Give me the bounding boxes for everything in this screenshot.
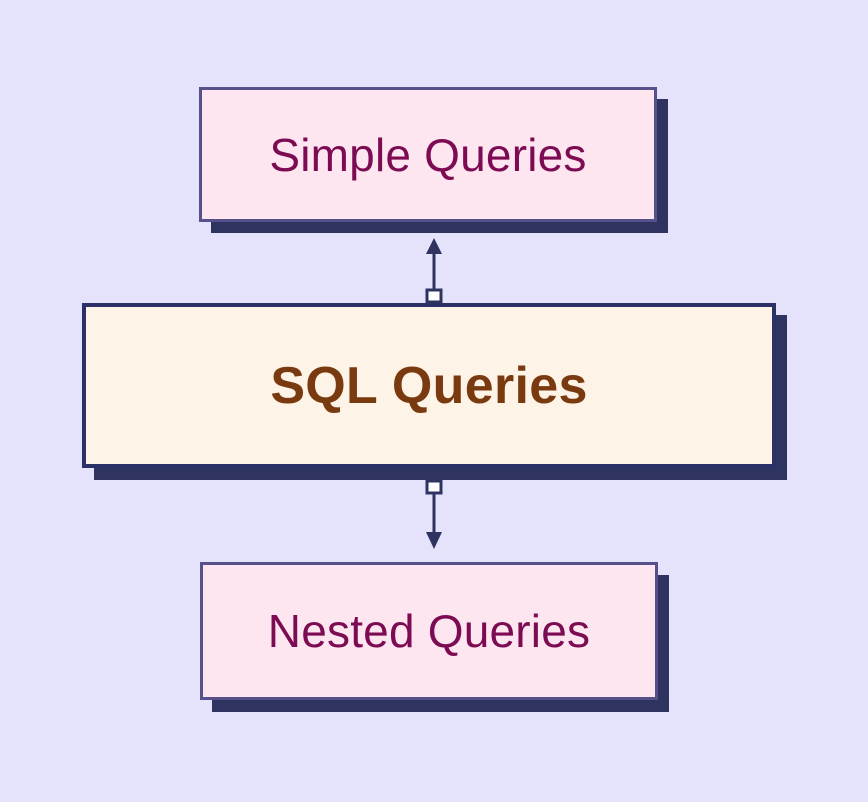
hollow-square-marker-icon <box>425 479 443 495</box>
connector-sql-to-simple-queries <box>425 238 443 304</box>
node-sql-queries-label: SQL Queries <box>270 356 588 415</box>
connector-sql-to-nested-queries <box>425 479 443 549</box>
node-sql-queries[interactable]: SQL Queries <box>82 303 776 468</box>
hollow-square-marker-icon <box>425 288 443 304</box>
node-simple-queries[interactable]: Simple Queries <box>199 87 657 222</box>
node-simple-queries-label: Simple Queries <box>269 128 587 181</box>
node-nested-queries[interactable]: Nested Queries <box>200 562 658 700</box>
arrowhead-up-icon <box>426 238 442 254</box>
node-nested-queries-label: Nested Queries <box>267 605 591 657</box>
arrowhead-down-icon <box>426 532 442 549</box>
